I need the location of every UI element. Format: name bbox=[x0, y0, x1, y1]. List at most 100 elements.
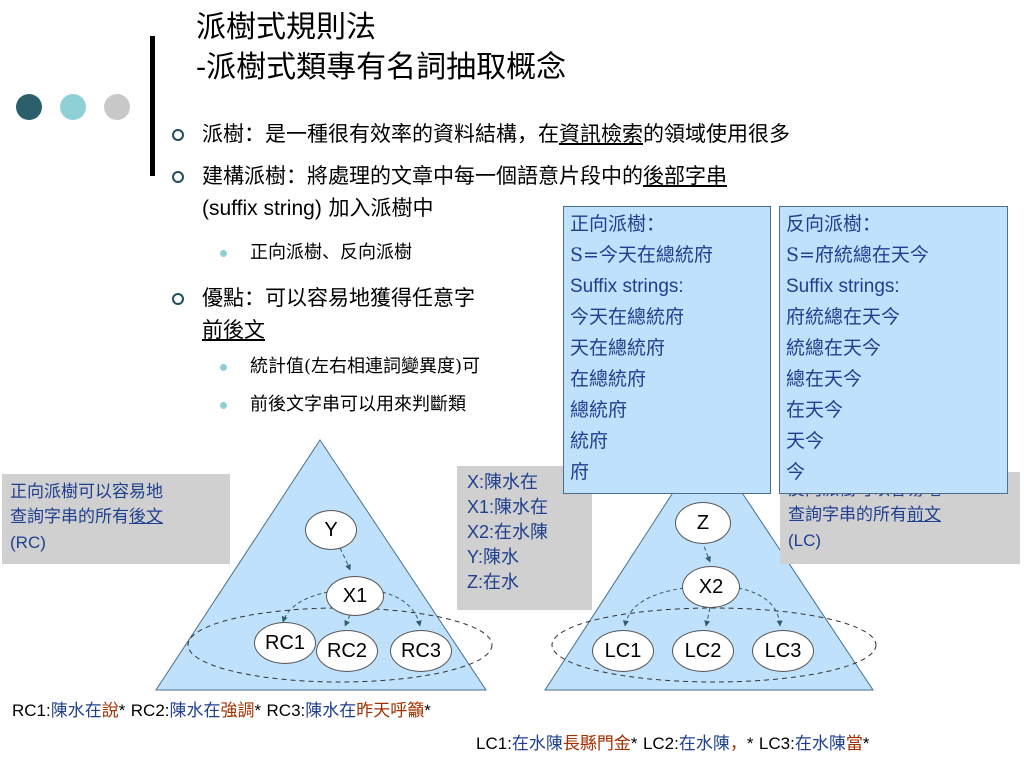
sub-bullet-dot-icon bbox=[220, 402, 227, 409]
arrow-x1-rc1 bbox=[281, 591, 329, 623]
node-y: Y bbox=[305, 510, 357, 550]
forward-note-line-2: 查詢字串的所有 bbox=[10, 507, 129, 527]
bullet-1-pre: 派樹：是一種很有效率的資料結構，在 bbox=[202, 122, 559, 146]
lc1-key: LC1: bbox=[476, 734, 512, 753]
forward-note-line-1: 正向派樹可以容易地 bbox=[10, 482, 163, 502]
node-lc2: LC2 bbox=[672, 630, 734, 672]
bullet-ring-icon bbox=[172, 129, 184, 141]
lc2-suffix: ， bbox=[729, 734, 747, 754]
footer-rc-line: RC1:陳水在說* RC2:陳水在強調* RC3:陳水在昨天呼籲* bbox=[12, 699, 431, 723]
decor-vertical-bar bbox=[150, 36, 155, 176]
decor-circle-dark bbox=[16, 94, 42, 120]
reverse-suffix-1: 府統總在天今 bbox=[786, 306, 901, 328]
reverse-note-underlined: 前文 bbox=[907, 505, 941, 525]
lc1-suffix: 長縣門金 bbox=[562, 734, 631, 754]
reverse-suffix-5: 天今 bbox=[786, 430, 825, 452]
forward-suffix-6: 府 bbox=[570, 461, 590, 483]
reverse-suffix-2: 統總在天今 bbox=[786, 337, 882, 359]
forward-note-line-3: (RC) bbox=[10, 533, 46, 552]
rc3-prefix: 陳水在 bbox=[305, 701, 357, 721]
rc1-star: * bbox=[118, 701, 126, 720]
bullet-3-sub-2: 前後文字串可以用來判斷類 bbox=[220, 390, 466, 420]
lc3-star: * bbox=[862, 734, 870, 753]
arrow-x1-rc3 bbox=[381, 591, 422, 627]
lc3-key: LC3: bbox=[758, 734, 795, 753]
forward-suffix-2: 天在總統府 bbox=[570, 337, 666, 359]
forward-suffix-5: 統府 bbox=[570, 430, 609, 452]
bullet-1-post: 的領域使用很多 bbox=[643, 122, 790, 146]
reverse-box-s: S=府統總在天今 bbox=[786, 244, 929, 266]
lc2-star: * bbox=[746, 734, 754, 753]
arrow-x1-rc2 bbox=[344, 614, 351, 627]
forward-box-title: 正向派樹： bbox=[570, 213, 666, 235]
footer-lc-line: LC1:在水陳長縣門金* LC2:在水陳，* LC3:在水陳當* bbox=[476, 732, 869, 756]
reverse-suffix-6: 今 bbox=[786, 461, 806, 483]
forward-note-underlined: 後文 bbox=[129, 507, 163, 527]
rc1-key: RC1: bbox=[12, 701, 51, 720]
sub-bullet-dot-icon bbox=[220, 250, 227, 257]
rc2-key: RC2: bbox=[130, 701, 170, 720]
reverse-note-line-3: (LC) bbox=[788, 531, 822, 550]
node-rc3: RC3 bbox=[390, 630, 452, 672]
rc3-suffix: 昨天呼籲 bbox=[356, 701, 425, 721]
bullet-1-underlined: 資訊檢索 bbox=[559, 122, 643, 146]
page-title: 派樹式規則法 -派樹式類專有名詞抽取概念 bbox=[196, 8, 566, 88]
forward-suffix-1: 今天在總統府 bbox=[570, 306, 685, 328]
node-z: Z bbox=[675, 502, 731, 544]
decor-circle-teal bbox=[60, 94, 86, 120]
bullet-3-sub-2-text: 前後文字串可以用來判斷類 bbox=[250, 394, 466, 415]
arrow-x2-lc1 bbox=[622, 587, 685, 627]
rc2-prefix: 陳水在 bbox=[169, 701, 221, 721]
reverse-suffix-3: 總在天今 bbox=[786, 368, 863, 390]
bullet-1: 派樹：是一種很有效率的資料結構，在資訊檢索的領域使用很多 bbox=[172, 118, 1018, 150]
arrow-y-x1 bbox=[339, 547, 351, 571]
lc3-suffix: 當 bbox=[845, 734, 863, 754]
rc1-suffix: 說 bbox=[101, 701, 119, 721]
rc3-key: RC3: bbox=[266, 701, 306, 720]
bullet-3-underlined: 前後文 bbox=[202, 318, 265, 342]
forward-suffix-3: 在總統府 bbox=[570, 368, 647, 390]
forward-box-label: Suffix strings: bbox=[570, 276, 684, 297]
bullet-2-sub: 正向派樹、反向派樹 bbox=[220, 238, 412, 268]
bullet-3-sub-1-text: 統計值(左右相連詞變異度)可 bbox=[250, 356, 481, 377]
bullet-3-sub-1: 統計值(左右相連詞變異度)可 bbox=[220, 352, 480, 382]
rc1-prefix: 陳水在 bbox=[50, 701, 102, 721]
lc1-star: * bbox=[630, 734, 638, 753]
reverse-box-title: 反向派樹： bbox=[786, 213, 882, 235]
node-rc2: RC2 bbox=[316, 630, 378, 672]
reverse-box-label: Suffix strings: bbox=[786, 276, 900, 297]
def-y: Y:陳水 bbox=[467, 547, 520, 567]
bullet-2-suffix-en: (suffix string) bbox=[202, 197, 322, 220]
forward-tree-note: 正向派樹可以容易地 查詢字串的所有後文 (RC) bbox=[2, 474, 230, 564]
bullet-ring-icon bbox=[172, 171, 184, 183]
def-x2: X2:在水陳 bbox=[467, 522, 549, 542]
bullet-2-sub-text: 正向派樹、反向派樹 bbox=[250, 242, 412, 263]
string-definitions-box: X:陳水在 X1:陳水在 X2:在水陳 Y:陳水 Z:在水 bbox=[457, 466, 592, 610]
arrow-x2-lc2 bbox=[704, 607, 711, 627]
forward-tree-box: 正向派樹： S=今天在總統府 Suffix strings: 今天在總統府 天在… bbox=[563, 206, 771, 494]
forward-box-s: S=今天在總統府 bbox=[570, 244, 713, 266]
lc2-key: LC2: bbox=[642, 734, 679, 753]
title-line-1: 派樹式規則法 bbox=[196, 10, 376, 45]
lc3-prefix: 在水陳 bbox=[794, 734, 846, 754]
reverse-suffix-4: 在天今 bbox=[786, 399, 844, 421]
bullet-2-suffix-zh: 加入派樹中 bbox=[321, 196, 434, 220]
bullet-3: 優點：可以容易地獲得任意字 前後文 bbox=[172, 282, 475, 346]
reverse-note-line-2: 查詢字串的所有 bbox=[788, 505, 907, 525]
bullet-2-pre: 建構派樹：將處理的文章中每一個語意片段中的 bbox=[202, 164, 643, 188]
rc2-star: * bbox=[254, 701, 262, 720]
node-x1: X1 bbox=[326, 576, 384, 616]
node-lc3: LC3 bbox=[752, 630, 814, 672]
title-line-2: -派樹式類專有名詞抽取概念 bbox=[196, 50, 567, 85]
lc1-prefix: 在水陳 bbox=[511, 734, 563, 754]
lc2-prefix: 在水陳 bbox=[678, 734, 730, 754]
rc3-star: * bbox=[424, 701, 431, 720]
decor-circle-grey bbox=[104, 94, 130, 120]
arrow-x2-lc3 bbox=[737, 587, 783, 627]
reverse-tree-box: 反向派樹： S=府統總在天今 Suffix strings: 府統總在天今 統總… bbox=[779, 206, 1008, 494]
def-x: X:陳水在 bbox=[467, 472, 539, 492]
bullet-2-underlined: 後部字串 bbox=[643, 164, 727, 188]
bullet-2: 建構派樹：將處理的文章中每一個語意片段中的後部字串 (suffix string… bbox=[172, 160, 1018, 225]
node-x2: X2 bbox=[682, 566, 740, 608]
node-rc1: RC1 bbox=[254, 622, 316, 664]
